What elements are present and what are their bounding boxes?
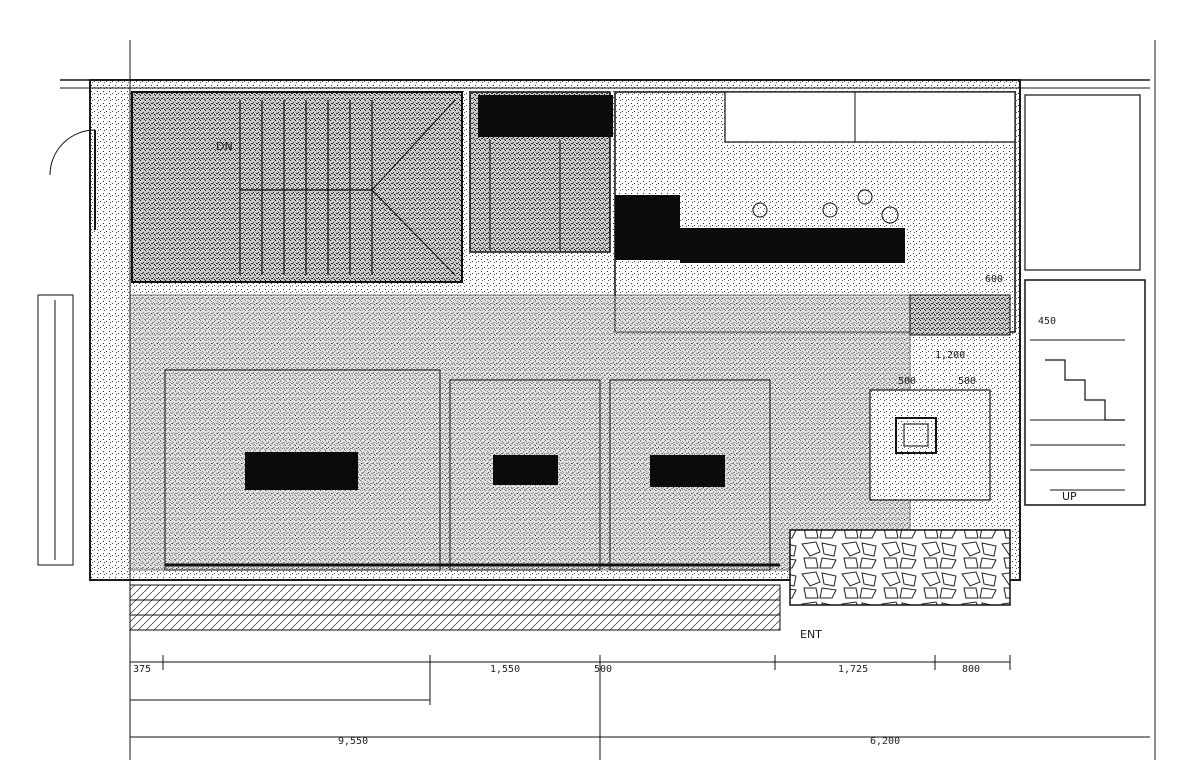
entrance-label: ENT: [800, 628, 822, 641]
dim-1550: 1,550: [490, 664, 520, 675]
stair-room-dn: DN: [131, 91, 463, 283]
dim-800: 800: [962, 664, 980, 675]
dim-1725: 1,725: [838, 664, 868, 675]
table-block-2: [493, 455, 558, 485]
left-dimension-strip: [37, 294, 74, 566]
stair-dn-label: DN: [216, 140, 233, 153]
dim-375: 375: [133, 664, 151, 675]
stair-up-label: UP: [1062, 490, 1077, 503]
annot-600: 600: [985, 274, 1003, 285]
dimension-labels: 375 1,550 500 1,725 800 9,550 6,200: [133, 664, 980, 747]
annot-500a: 500: [898, 376, 916, 387]
dim-500: 500: [594, 664, 612, 675]
dim-9550: 9,550: [338, 736, 368, 747]
kitchen-zone: [614, 91, 1016, 336]
annot-500b: 500: [958, 376, 976, 387]
table-block-3: [650, 455, 725, 487]
dimension-lines: [129, 650, 1150, 760]
front-steps: [129, 584, 781, 631]
table-block-1: [245, 452, 358, 490]
dim-6200: 6,200: [870, 736, 900, 747]
door-swing-left: [49, 129, 96, 230]
main-hall: [129, 294, 911, 571]
annot-1200: 1,200: [935, 350, 965, 361]
stair-room-up: UP: [1024, 94, 1146, 506]
entrance-paving: ENT: [789, 529, 1011, 641]
stair-treads: [239, 100, 373, 275]
service-rooms-top: [469, 91, 613, 253]
seating-area-right: [869, 389, 991, 501]
right-annotations: 600 1,200 500 500 450: [898, 274, 1056, 387]
annot-450: 450: [1038, 316, 1056, 327]
